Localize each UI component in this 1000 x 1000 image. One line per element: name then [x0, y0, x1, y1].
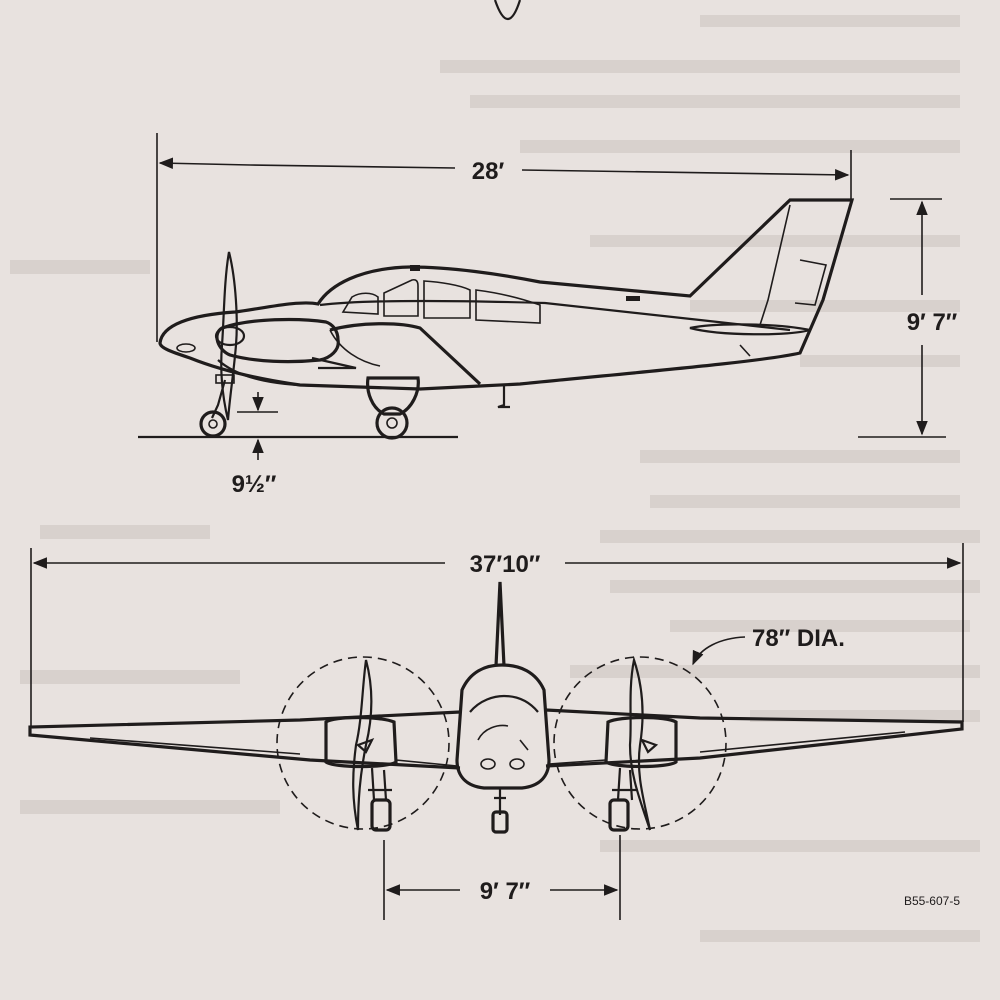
wingspan-label: 37′10″ — [470, 551, 541, 578]
front-nose-wheel — [491, 810, 509, 834]
main-wheel — [375, 406, 409, 440]
prop-diameter-label: 78″ DIA. — [752, 625, 845, 652]
tail-antenna — [739, 344, 751, 357]
right-prop-blade — [628, 655, 652, 831]
right-wing-flap-line — [699, 731, 906, 753]
nose-intake-right — [509, 758, 525, 770]
nacelle-lower — [217, 359, 331, 388]
drawing-number: B55-607-5 — [904, 894, 960, 908]
left-prop-disc — [276, 656, 450, 830]
fuselage-front — [455, 663, 551, 790]
length-label: 28′ — [472, 158, 505, 185]
side-propeller-blade — [220, 251, 238, 421]
rudder-line — [759, 204, 791, 326]
length-dimension-line-mid — [249, 164, 456, 169]
vertical-fin — [494, 581, 506, 667]
wing-leading-edge — [329, 329, 381, 367]
ground-clearance-label: 9½″ — [232, 471, 277, 498]
nose-gear-strut — [211, 379, 227, 419]
engine-nacelle — [215, 317, 340, 364]
prop-diameter-leader — [692, 636, 746, 666]
right-spinner — [639, 738, 659, 754]
window-2 — [383, 278, 419, 317]
wheel-track-label: 9′ 7″ — [480, 878, 531, 905]
cabin-roof-line — [319, 299, 791, 332]
wing-right — [545, 708, 964, 768]
side-view: 28′ 9′ 7″ — [138, 0, 958, 498]
nose-cowl-detail — [477, 724, 529, 751]
length-dimension-line-left — [158, 157, 251, 170]
wing-root-fairing — [329, 322, 482, 386]
window-1 — [341, 292, 379, 315]
left-nacelle — [324, 715, 398, 769]
main-wheel-hub — [386, 417, 398, 429]
side-spinner — [214, 325, 246, 347]
nose-gear-door — [215, 374, 235, 384]
right-main-gear — [612, 767, 638, 801]
propeller-spinner-top — [493, 0, 522, 21]
right-main-wheel — [608, 798, 630, 832]
windshield — [469, 694, 539, 713]
main-gear-fairing — [366, 376, 420, 416]
right-gear-strut-brace — [548, 759, 607, 765]
height-label: 9′ 7″ — [907, 309, 958, 336]
left-gear-strut-brace — [395, 759, 458, 767]
wing-left — [28, 710, 461, 770]
nacelle-exhaust — [311, 356, 357, 370]
left-prop-blade — [352, 659, 373, 831]
nose-wheel — [199, 410, 227, 438]
length-dimension-line-right — [521, 169, 850, 181]
right-prop-disc — [553, 656, 727, 830]
right-nacelle — [604, 715, 678, 769]
fin-rib — [794, 259, 828, 306]
nose-landing-light — [176, 343, 196, 353]
left-spinner — [355, 738, 375, 754]
tail-skid — [497, 385, 510, 409]
front-view: 37′10″ 78″ DI — [28, 543, 964, 920]
dorsal-antenna — [410, 265, 420, 271]
nose-intake-left — [480, 758, 496, 770]
left-main-gear — [368, 767, 392, 801]
fuselage-antenna — [626, 296, 640, 301]
window-3 — [423, 280, 471, 319]
window-4 — [475, 289, 541, 324]
left-main-wheel — [370, 798, 392, 832]
nose-wheel-hub — [208, 419, 218, 429]
left-wing-flap-line — [89, 737, 301, 755]
horizontal-stabilizer — [689, 323, 811, 336]
